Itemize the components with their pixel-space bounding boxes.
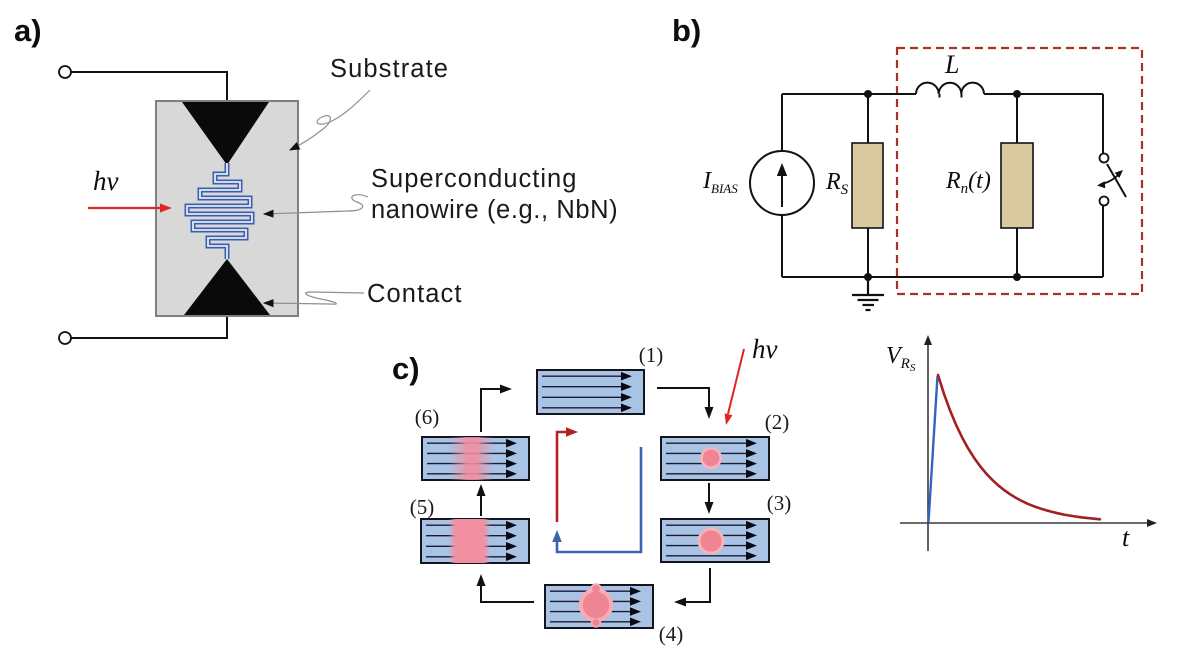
svg-text:Contact: Contact: [367, 280, 463, 308]
svg-text:a): a): [14, 13, 42, 48]
svg-text:(6): (6): [415, 405, 440, 429]
svg-text:hν: hν: [752, 334, 778, 364]
svg-text:Superconducting: Superconducting: [371, 165, 577, 193]
svg-text:L: L: [944, 50, 959, 79]
svg-text:nanowire (e.g., NbN): nanowire (e.g., NbN): [371, 196, 618, 224]
svg-text:(2): (2): [765, 410, 790, 434]
svg-text:t: t: [1122, 523, 1130, 552]
svg-text:IBIAS: IBIAS: [702, 168, 738, 196]
svg-text:RS: RS: [825, 169, 849, 198]
svg-text:Rn(t): Rn(t): [945, 168, 991, 197]
svg-text:c): c): [392, 351, 420, 386]
svg-text:(3): (3): [767, 491, 792, 515]
svg-text:(1): (1): [639, 343, 664, 367]
svg-text:(5): (5): [410, 495, 435, 519]
svg-text:hν: hν: [93, 166, 119, 196]
svg-text:(4): (4): [659, 622, 684, 646]
svg-text:Substrate: Substrate: [330, 55, 449, 83]
svg-text:VRS: VRS: [886, 343, 916, 374]
svg-text:b): b): [672, 13, 701, 48]
